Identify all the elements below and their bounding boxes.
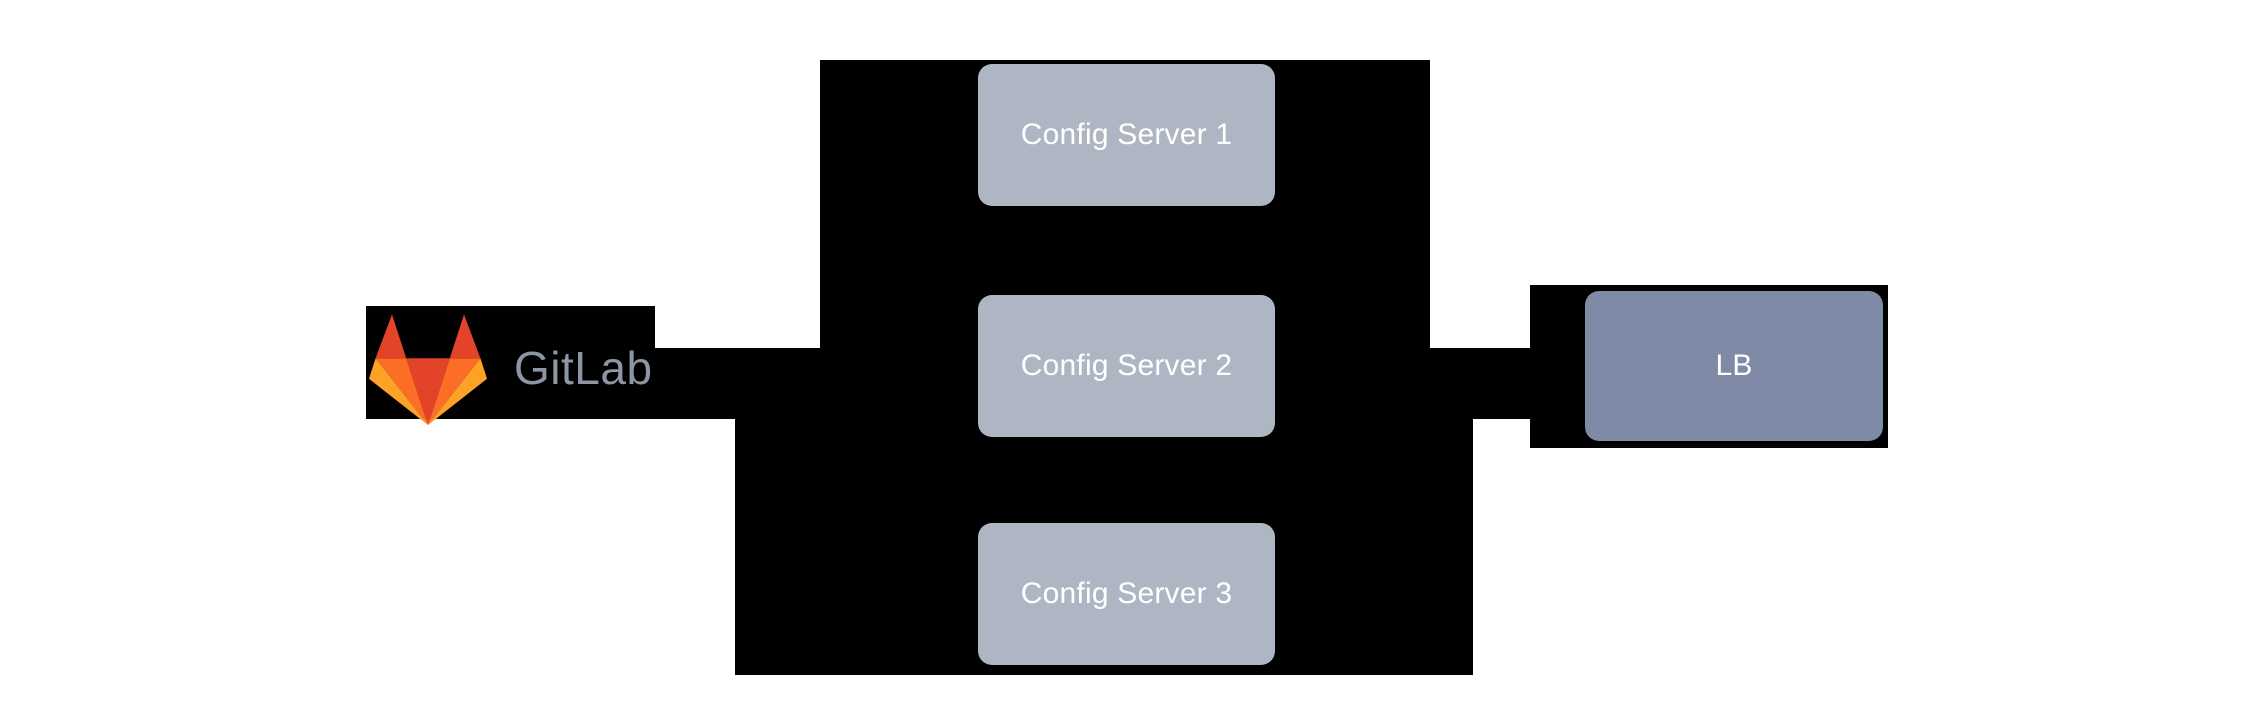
connector-plate-right-arm xyxy=(1430,348,1535,419)
node-config-server-1[interactable]: Config Server 1 xyxy=(978,64,1275,206)
gitlab-source-node[interactable]: GitLab xyxy=(368,310,653,426)
node-label: Config Server 1 xyxy=(1020,118,1233,151)
node-config-server-3[interactable]: Config Server 3 xyxy=(978,523,1275,665)
node-load-balancer[interactable]: LB xyxy=(1585,291,1883,441)
gitlab-wordmark: GitLab xyxy=(514,342,653,394)
node-label: Config Server 2 xyxy=(1020,349,1233,382)
node-label: LB xyxy=(1715,349,1753,382)
node-label: Config Server 3 xyxy=(1020,577,1233,610)
node-config-server-2[interactable]: Config Server 2 xyxy=(978,295,1275,437)
gitlab-tanuki-icon xyxy=(368,314,488,426)
